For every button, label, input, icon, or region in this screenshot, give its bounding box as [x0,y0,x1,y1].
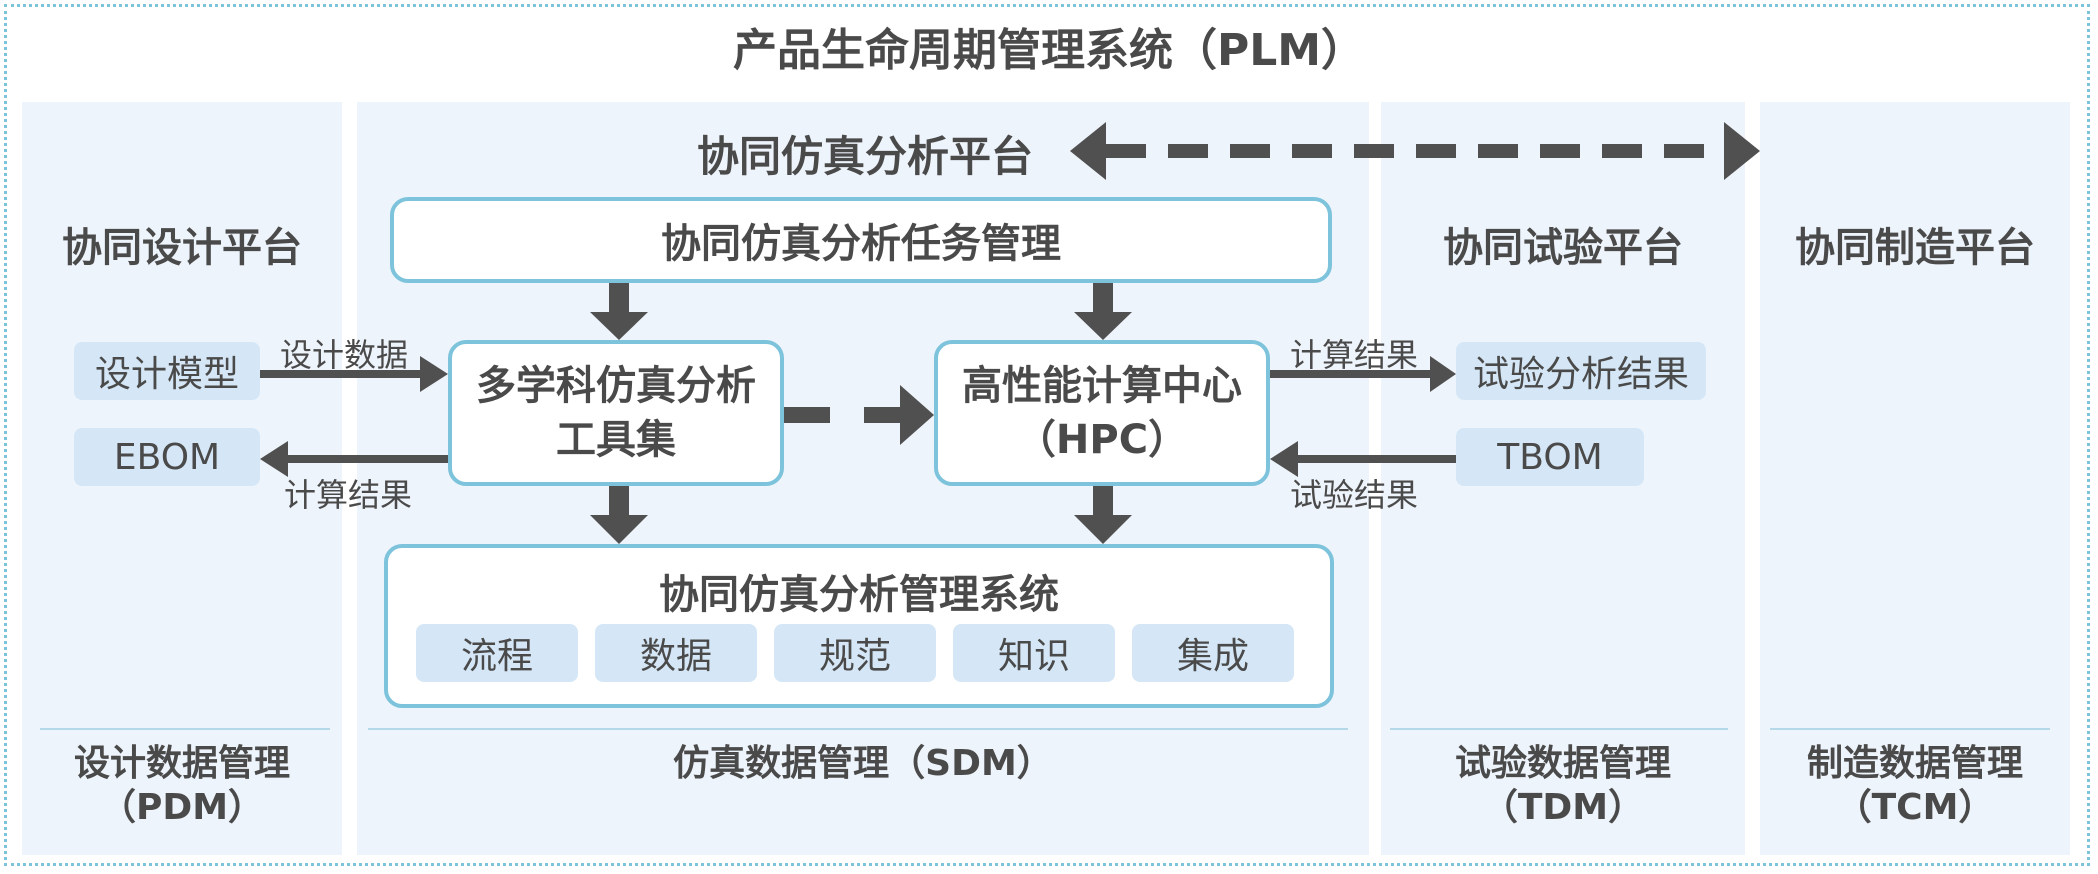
module-chip-data: 数据 [595,624,757,682]
hpc-label-line2: （HPC） [1015,417,1189,463]
management-system-label: 协同仿真分析管理系统 [659,572,1059,618]
tcm-footer-line2: （TCM） [1835,787,1995,828]
page-title: 产品生命周期管理系统（PLM） [732,25,1366,76]
tcm-footer: 制造数据管理 （TCM） [1760,742,2070,830]
task-management-box: 协同仿真分析任务管理 [390,197,1332,283]
hpc-box: 高性能计算中心 （HPC） [934,340,1270,486]
module-chip-process: 流程 [416,624,578,682]
tbom-chip: TBOM [1456,428,1644,486]
down-arrow-task-to-hpc [1074,283,1132,340]
pdm-footer-line1: 设计数据管理 [73,743,290,784]
toolset-label-line2: 工具集 [556,417,676,463]
toolset-label-line1: 多学科仿真分析 [476,363,756,409]
module-chip-integration: 集成 [1132,624,1294,682]
test-result-arrow [1270,441,1456,477]
simulation-platform-title: 协同仿真分析平台 [696,132,1033,181]
design-platform-title: 协同设计平台 [62,225,302,271]
edge-label-calc-result-left: 计算结果 [284,476,413,514]
edge-label-calc-result-right: 计算结果 [1290,336,1419,374]
toolset-hpc-dashed-arrow [784,385,934,445]
hpc-label-line1: 高性能计算中心 [962,363,1242,409]
manufacturing-platform-title: 协同制造平台 [1795,225,2035,271]
tdm-footer-line2: （TDM） [1481,787,1645,828]
pdm-footer-line2: （PDM） [99,787,265,828]
down-arrow-task-to-toolset [590,283,648,340]
down-arrow-toolset-to-system [590,486,648,544]
edge-label-design-data: 设计数据 [280,336,409,374]
test-platform-title: 协同试验平台 [1443,225,1683,271]
simulation-divider [368,728,1348,730]
test-analysis-result-chip: 试验分析结果 [1456,342,1706,400]
design-model-chip: 设计模型 [74,342,260,400]
pdm-footer: 设计数据管理 （PDM） [22,742,342,830]
module-chip-knowledge: 知识 [953,624,1115,682]
calc-result-left-arrow [260,441,448,477]
ebom-chip: EBOM [74,428,260,486]
tdm-footer: 试验数据管理 （TDM） [1381,742,1745,830]
toolset-box: 多学科仿真分析 工具集 [448,340,784,486]
design-divider [40,728,330,730]
design-data-arrow [260,356,448,392]
test-divider [1390,728,1728,730]
edge-label-test-result: 试验结果 [1290,476,1419,514]
sim-mfg-dashed-arrow [1070,122,1760,180]
tdm-footer-line1: 试验数据管理 [1454,743,1671,784]
down-arrow-hpc-to-system [1074,486,1132,544]
module-chip-standard: 规范 [774,624,936,682]
plm-frame [4,4,2090,866]
manufacturing-divider [1770,728,2050,730]
calc-result-right-arrow [1270,356,1456,392]
task-management-label: 协同仿真分析任务管理 [661,221,1061,267]
sdm-footer: 仿真数据管理（SDM） [673,743,1053,784]
tcm-footer-line1: 制造数据管理 [1806,743,2023,784]
